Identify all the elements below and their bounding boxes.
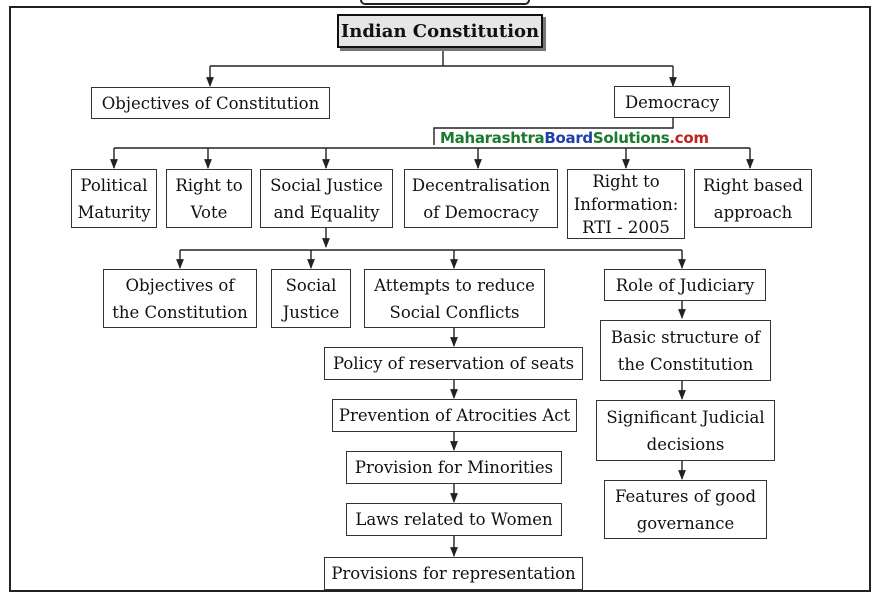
- diagram-frame: [9, 6, 871, 592]
- node-laws-related-to-women: Laws related to Women: [346, 503, 562, 536]
- watermark-part1: Maharashtra: [440, 129, 545, 147]
- node-prevention-of-atrocities: Prevention of Atrocities Act: [332, 399, 577, 432]
- node-indian-constitution: Indian Constitution: [337, 14, 543, 48]
- frame-top-tab: [360, 0, 530, 5]
- watermark-part3: Solutions: [592, 129, 670, 147]
- node-attempts-to-reduce-social-conflicts: Attempts to reduce Social Conflicts: [364, 269, 545, 328]
- node-social-justice: Social Justice: [271, 269, 351, 328]
- node-significant-judicial-decisions: Significant Judicial decisions: [596, 400, 775, 461]
- node-social-justice-and-equality: Social Justice and Equality: [260, 169, 393, 228]
- watermark-text: MaharashtraBoardSolutions.com: [440, 129, 709, 147]
- node-basic-structure: Basic structure of the Constitution: [600, 320, 771, 381]
- node-right-to-vote: Right to Vote: [166, 169, 252, 228]
- watermark-part4: .com: [669, 129, 709, 147]
- node-decentralisation-of-democracy: Decentralisation of Democracy: [404, 169, 558, 228]
- connector-democracy-stem: [433, 118, 674, 145]
- node-right-to-information: Right to Information: RTI - 2005: [567, 169, 685, 239]
- node-political-maturity: Political Maturity: [71, 169, 157, 228]
- node-objectives-of-the-constitution: Objectives of the Constitution: [103, 269, 257, 328]
- node-provision-for-minorities: Provision for Minorities: [346, 451, 562, 484]
- node-role-of-judiciary: Role of Judiciary: [604, 269, 766, 301]
- node-policy-of-reservation: Policy of reservation of seats: [324, 347, 583, 380]
- node-provisions-for-representation: Provisions for representation: [324, 557, 583, 590]
- watermark-part2: Board: [544, 129, 593, 147]
- node-objectives-of-constitution: Objectives of Constitution: [91, 87, 330, 119]
- node-right-based-approach: Right based approach: [694, 169, 812, 228]
- node-democracy: Democracy: [614, 86, 730, 118]
- node-features-of-good-governance: Features of good governance: [604, 480, 767, 539]
